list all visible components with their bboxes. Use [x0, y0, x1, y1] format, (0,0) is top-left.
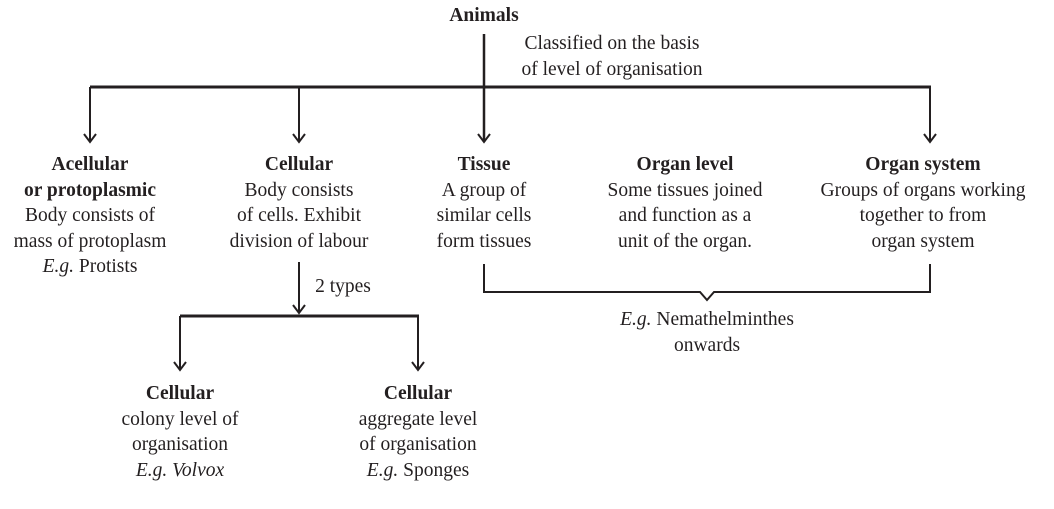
subtype-text: organisation	[131, 434, 229, 455]
arrowhead-icon	[411, 361, 425, 372]
category-text: form tissues	[436, 230, 532, 252]
example: E.g. Volvox	[122, 458, 239, 484]
category-tissue: Tissue A group of similar cells form tis…	[437, 152, 532, 254]
eg-prefix: E.g.	[135, 459, 168, 481]
arrowhead-icon	[292, 304, 306, 315]
category-text: Body consists of	[24, 205, 156, 226]
example-text: Protists	[78, 256, 138, 277]
category-text: Groups of organs working	[820, 179, 1026, 201]
cellular-split-lines	[173, 262, 425, 372]
root-note: Classified on the basis of level of orga…	[521, 31, 702, 82]
example: E.g. Nemathelminthes	[620, 307, 794, 333]
subtype-text: of organisation	[359, 434, 477, 455]
split-label: 2 types	[315, 274, 371, 300]
example: E.g. Sponges	[359, 458, 478, 484]
category-text: A group of	[441, 179, 527, 201]
category-text: Some tissues joined	[607, 179, 763, 201]
category-title: Cellular	[264, 154, 334, 175]
category-title: Tissue	[457, 154, 511, 175]
category-title: or protoplasmic	[23, 179, 156, 201]
category-organ-system: Organ system Groups of organs working to…	[821, 152, 1026, 254]
category-title: Organ level	[636, 154, 734, 175]
arrowhead-icon	[292, 133, 306, 144]
category-text: and function as a	[618, 205, 752, 226]
arrowhead-icon	[477, 133, 491, 144]
subtype-title: Cellular	[383, 383, 453, 404]
subtype-aggregate: Cellular aggregate level of organisation…	[359, 381, 478, 483]
root-node: Animals	[449, 3, 518, 29]
category-text: of cells. Exhibit	[236, 205, 362, 226]
arrowhead-icon	[173, 361, 187, 372]
example: E.g. Protists	[14, 254, 167, 280]
category-text: Body consists	[244, 179, 354, 201]
eg-prefix: E.g.	[42, 256, 75, 277]
bracket-note: E.g. Nemathelminthes onwards	[620, 307, 794, 358]
example-text: Volvox	[172, 459, 225, 481]
category-text: organ system	[871, 230, 975, 252]
subtype-text: aggregate level	[358, 408, 478, 430]
category-title: Acellular	[51, 154, 129, 175]
arrowhead-icon	[923, 133, 937, 144]
two-types-label: 2 types	[315, 276, 371, 297]
category-arrows	[83, 87, 937, 144]
category-organ-level: Organ level Some tissues joined and func…	[608, 152, 763, 254]
category-text: division of labour	[229, 230, 369, 252]
category-text: mass of protoplasm	[13, 230, 167, 252]
example-text: Sponges	[403, 459, 470, 481]
category-title: Organ system	[865, 154, 981, 175]
bracket	[483, 264, 931, 302]
eg-prefix: E.g.	[366, 459, 399, 481]
category-text: together to from	[859, 205, 987, 226]
root-title: Animals	[449, 5, 519, 26]
category-text: similar cells	[436, 205, 532, 226]
note-line: Classified on the basis	[524, 33, 700, 54]
eg-prefix: E.g.	[620, 309, 652, 330]
category-cellular: Cellular Body consists of cells. Exhibit…	[230, 152, 369, 254]
note-line: of level of organisation	[521, 58, 703, 80]
example-text: onwards	[673, 334, 741, 356]
subtype-text: colony level of	[121, 408, 239, 430]
category-acellular: Acellular or protoplasmic Body consists …	[14, 152, 167, 280]
arrowhead-icon	[83, 133, 97, 144]
category-text: unit of the organ.	[618, 230, 752, 252]
subtype-title: Cellular	[145, 383, 215, 404]
subtype-colony: Cellular colony level of organisation E.…	[122, 381, 239, 483]
example-text: Nemathelminthes	[656, 309, 794, 330]
